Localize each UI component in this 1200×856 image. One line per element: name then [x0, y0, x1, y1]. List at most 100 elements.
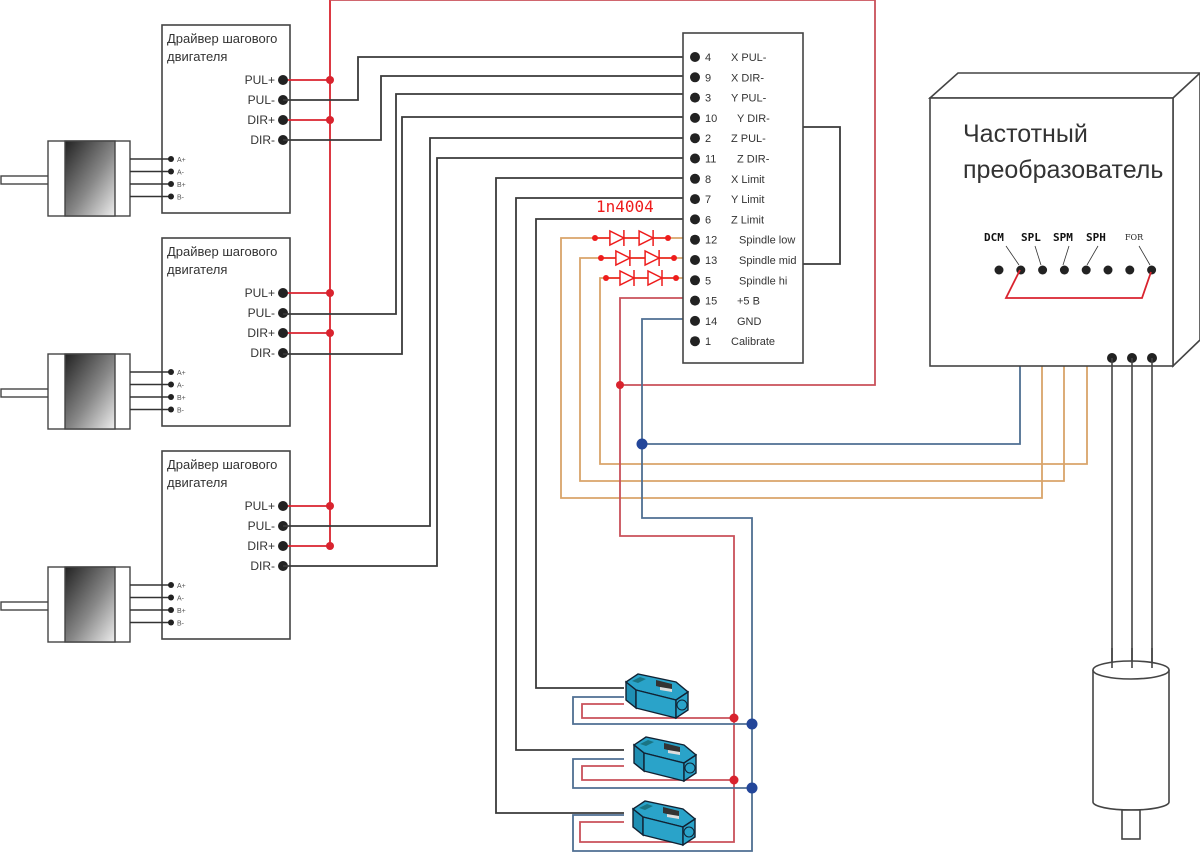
bob-pin: 13 Spindle mid [690, 255, 796, 267]
vfd: Частотный преобразователь DCM SPL SPM SP… [927, 72, 1200, 368]
vfd-terminal [1081, 265, 1091, 275]
diode-icon [644, 249, 661, 267]
wire-x-dir [283, 75, 695, 141]
bob-pin-name: X DIR- [731, 72, 764, 84]
motor-pin-label: A+ [177, 583, 186, 590]
bob-pin-terminal [690, 275, 700, 286]
bob-pin-terminal [690, 295, 700, 306]
bob-pin-name: +5 B [737, 296, 760, 308]
bob-pin-name: Spindle mid [739, 255, 796, 267]
vfd-term-label-sph: SPH [1086, 231, 1106, 244]
driver-pin-label: DIR- [250, 346, 275, 360]
bob-pin-number: 13 [705, 255, 717, 267]
vfd-term-label-spm: SPM [1053, 231, 1073, 244]
driver-pin-label: DIR+ [247, 539, 275, 553]
driver-pin-label: PUL- [248, 93, 275, 107]
wire-gnd-sensor1 [572, 696, 752, 725]
bob-pin-terminal [690, 133, 700, 144]
motor-pin-terminal [168, 607, 174, 613]
motor-body [64, 566, 116, 643]
bob-pin-number: 12 [705, 235, 717, 247]
junction-dot [729, 713, 739, 723]
bob-pin-number: 15 [705, 296, 717, 308]
junction-dot [729, 775, 739, 785]
vfd-term-label-dcm: DCM [984, 231, 1004, 244]
driver-pin-terminal [278, 75, 288, 85]
diode-pair [598, 249, 677, 267]
vfd-terminal [1147, 265, 1157, 275]
motor-pin-terminal [168, 156, 174, 162]
driver-pin-label: PUL+ [245, 286, 275, 300]
bob-pin-name: Z Limit [731, 214, 764, 226]
signal-wires [283, 56, 841, 814]
motor-pin-terminal [168, 594, 174, 601]
bob-pin-number: 9 [705, 72, 711, 84]
bob-pin-terminal [690, 153, 700, 164]
diode-icon [647, 269, 664, 287]
driver-title: Драйвер шагового [167, 31, 277, 46]
junction-dot [746, 782, 758, 794]
vfd-term-label-spl: SPL [1021, 231, 1041, 244]
driver-pin-terminal [278, 348, 288, 358]
driver-pin-terminal [278, 308, 288, 318]
driver-title: Драйвер шагового [167, 457, 277, 472]
bob-pin-name: Y DIR- [737, 113, 770, 125]
bob-pin-terminal [690, 315, 700, 326]
wire-z-pul [283, 137, 695, 527]
junction-dot [326, 329, 334, 337]
wire-z-limit [535, 218, 695, 689]
junction-dot [326, 502, 334, 510]
driver-body [161, 450, 291, 640]
spindle-body [1092, 670, 1170, 811]
motor-pin-label: B+ [177, 608, 186, 615]
stepper-motor: A+A-B+B- [0, 353, 186, 430]
proximity-sensor [632, 736, 698, 783]
spindle-motor [1092, 358, 1170, 840]
bob-pin-name: Y PUL- [731, 93, 767, 105]
motor-pin-label: A- [177, 596, 185, 603]
junction-dot [326, 289, 334, 297]
junction-dot [326, 116, 334, 124]
wire-plus5-sensor1 [581, 703, 734, 719]
motor-pin-terminal [168, 619, 174, 626]
wire-y-pul [283, 93, 695, 315]
bob-pin: 15 +5 B [690, 295, 760, 308]
stepper-motor: A+A-B+B- [0, 140, 186, 217]
motor-pin-terminal [168, 181, 174, 187]
driver-title: двигателя [167, 475, 227, 490]
motor-shaft [0, 601, 50, 611]
motor-pin-terminal [168, 168, 174, 175]
bob-pin-terminal [690, 336, 700, 347]
motor-pin-terminal [168, 406, 174, 413]
motor-body [64, 140, 116, 217]
junction-dot [326, 542, 334, 550]
motor-shaft [0, 175, 50, 185]
wire-y-dir [283, 116, 695, 355]
bob-pin-number: 8 [705, 174, 711, 186]
stepper-motor: A+A-B+B- [0, 566, 186, 643]
motor-pin-terminal [168, 369, 174, 375]
driver-body [161, 237, 291, 427]
vfd-term-label-for: FOR [1125, 233, 1144, 242]
bob-pin-terminal [690, 92, 700, 103]
driver-pin-label: DIR- [250, 559, 275, 573]
spindle-shaft [1121, 809, 1141, 840]
bob-pin-number: 11 [705, 154, 716, 166]
driver-pin-label: PUL- [248, 519, 275, 533]
bob-pin-number: 5 [705, 275, 711, 287]
dcm-for-jumper [1004, 269, 1152, 299]
driver-pin-label: PUL+ [245, 499, 275, 513]
proximity-sensor [631, 800, 697, 847]
bob-pin-terminal [690, 234, 700, 245]
bob-bracket-wire [803, 126, 841, 265]
